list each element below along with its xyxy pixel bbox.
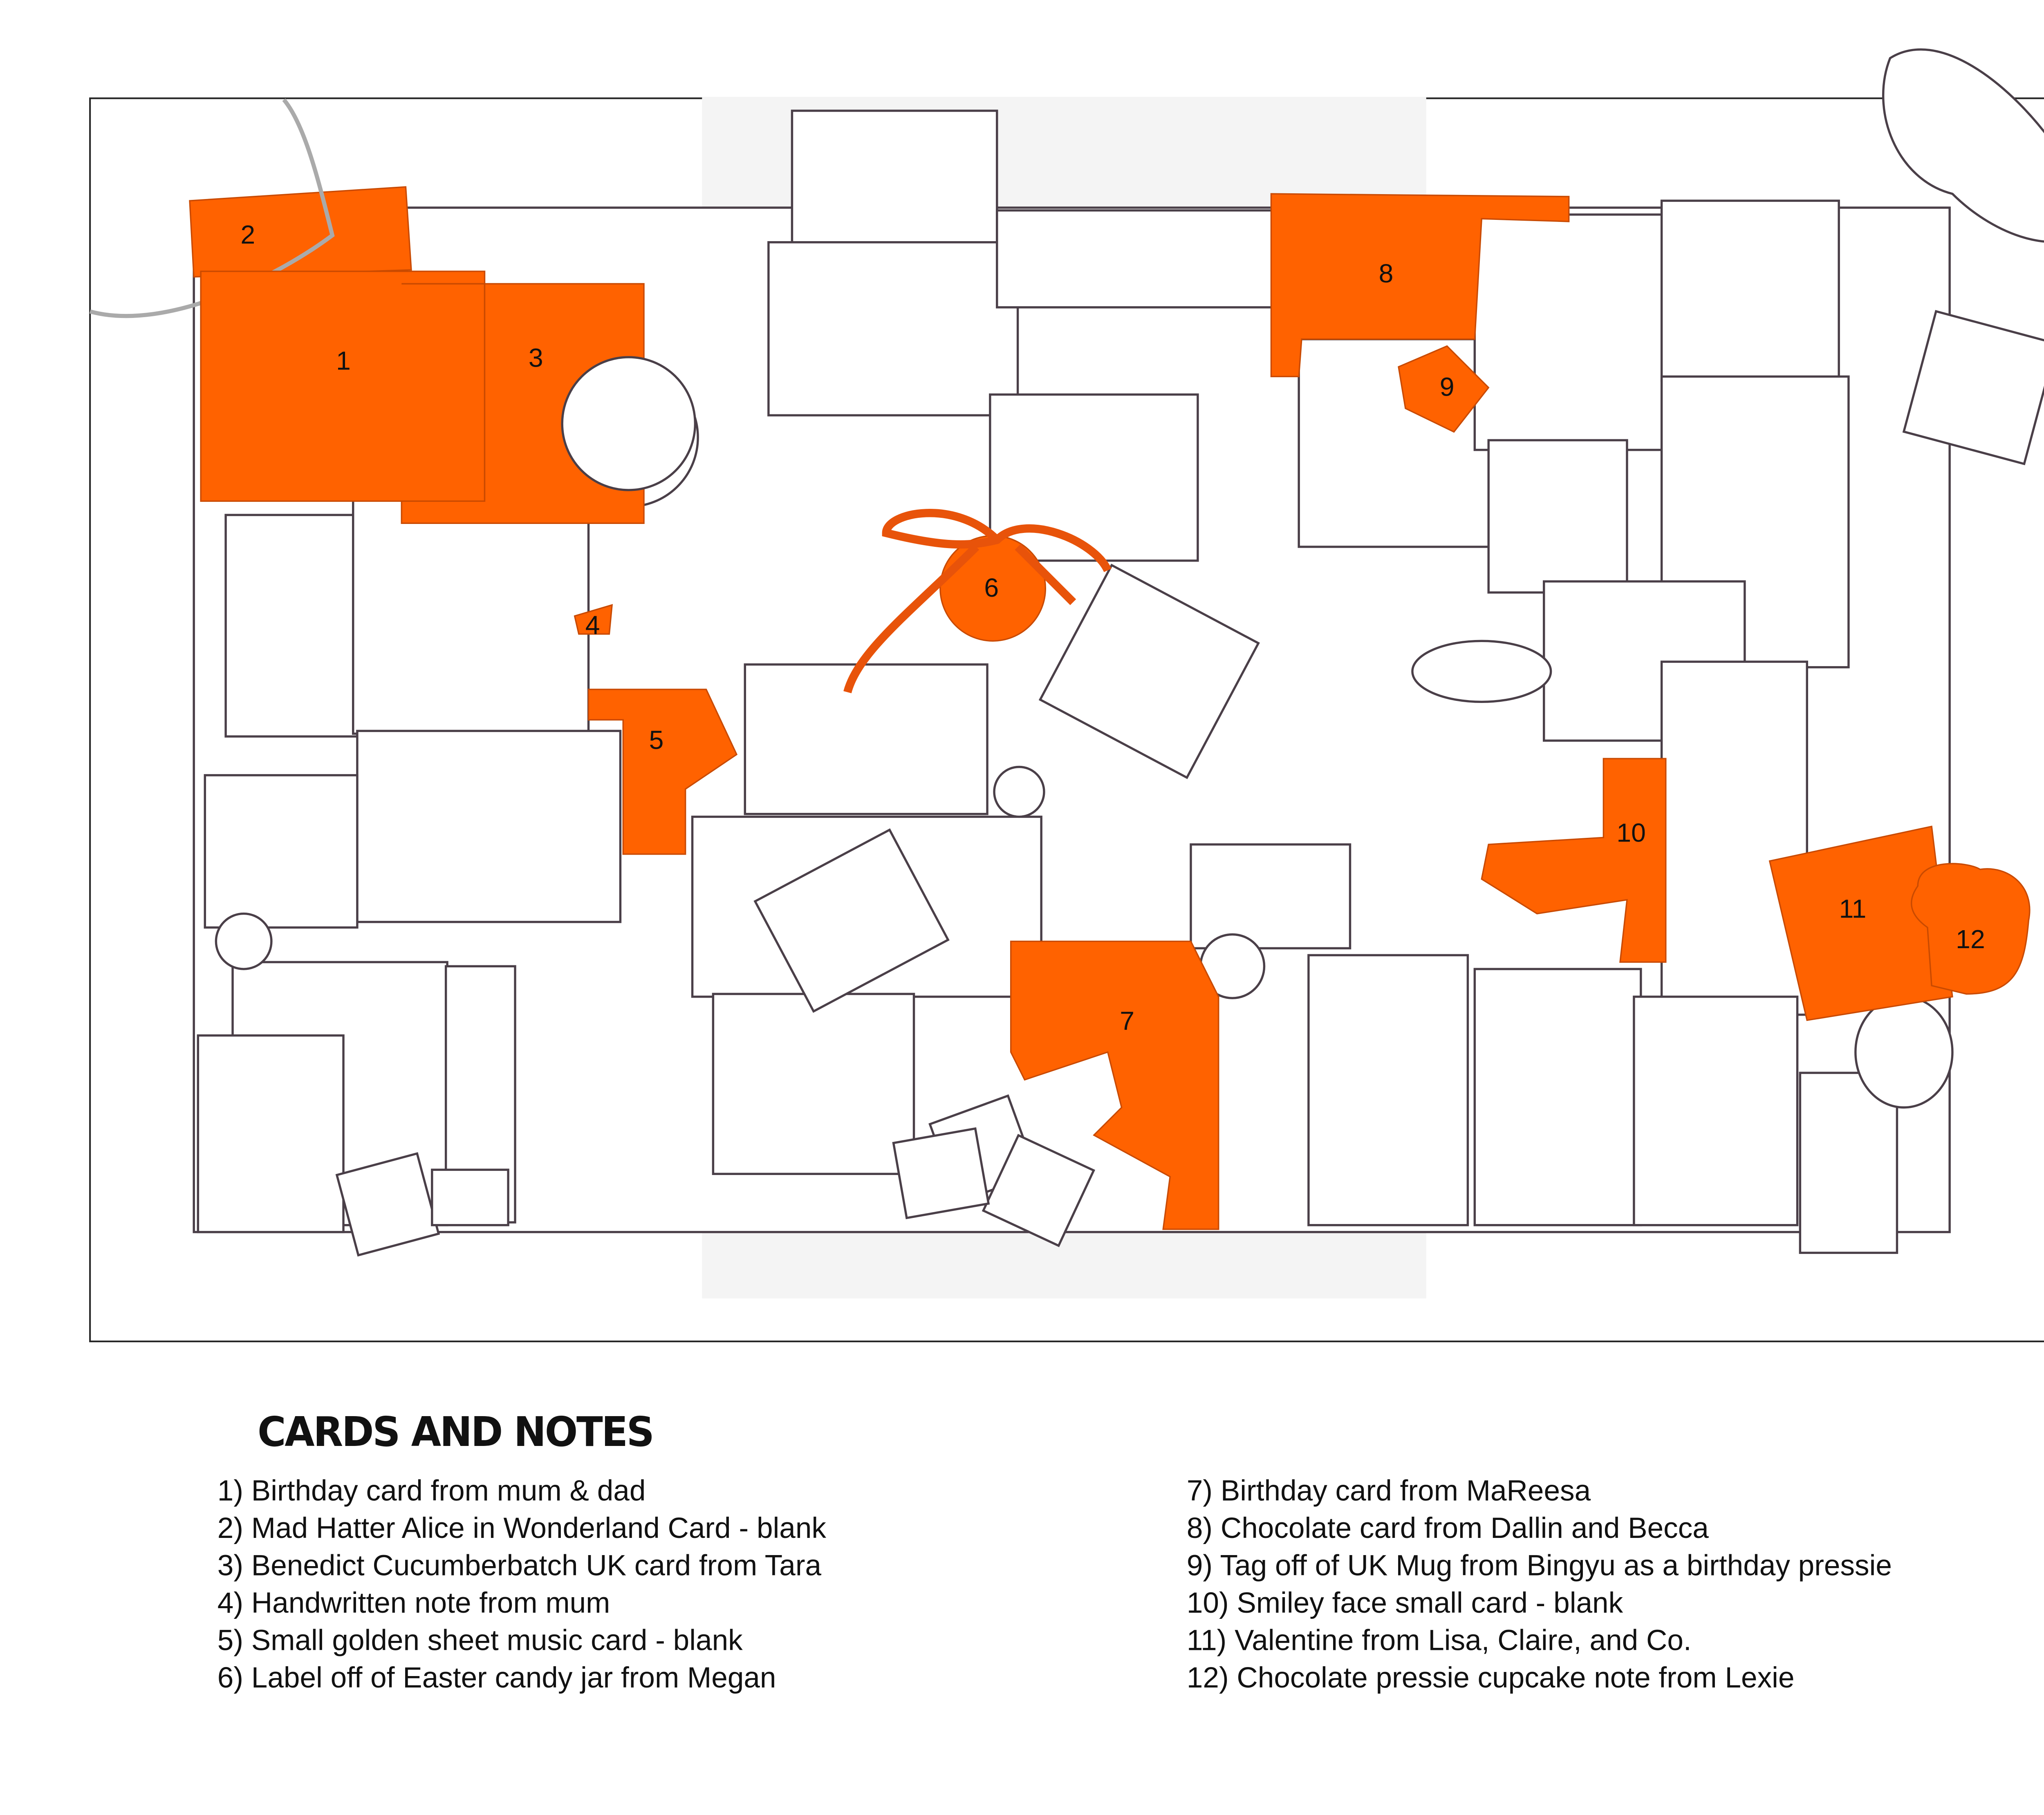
label-6: 6: [984, 573, 999, 602]
label-7: 7: [1120, 1006, 1134, 1036]
legend-item: 2) Mad Hatter Alice in Wonderland Card -…: [217, 1513, 827, 1545]
card-outline: [989, 393, 1199, 562]
legend-item: 10) Smiley face small card - blank: [1186, 1588, 1623, 1620]
label-1: 1: [336, 346, 351, 375]
card-outline: [431, 1168, 509, 1226]
card-outline: [712, 993, 915, 1175]
label-10: 10: [1616, 818, 1646, 847]
item-6-ribbon: [843, 509, 1112, 694]
highlighted-items: [89, 98, 2031, 1230]
item-number-labels: 1 2 3 4 5 6 7 8 9 10 11 12: [240, 220, 1985, 1036]
legend-column-left: 1) Birthday card from mum & dad 2) Mad H…: [217, 1473, 826, 1697]
card-outline: [1473, 213, 1670, 451]
card-outline: [1660, 199, 1840, 382]
card-outline: [1660, 660, 1809, 1016]
item-8-shape: [1270, 193, 1570, 378]
label-3: 3: [529, 343, 543, 373]
label-9: 9: [1440, 372, 1455, 402]
crown-badge: [561, 356, 697, 491]
card-outline: [197, 1034, 345, 1233]
card-outline: [356, 730, 622, 923]
label-2: 2: [240, 220, 255, 249]
card-outline: [1633, 996, 1799, 1226]
card-outline: [791, 110, 998, 251]
item-9-shape: [1398, 345, 1490, 433]
item-2-shape: [189, 186, 412, 278]
cards-layout-diagram: 1 2 3 4 5 6 7 8 9 10 11 12: [89, 48, 2044, 1343]
card-outline: [1799, 1072, 1898, 1254]
label-5: 5: [649, 725, 664, 754]
card-outline: [996, 209, 1275, 309]
label-12: 12: [1956, 924, 1985, 954]
item-4-shape: [574, 604, 613, 635]
card-outline: [224, 514, 359, 738]
saucer-outline: [1411, 640, 1552, 703]
card-outline: [1473, 968, 1642, 1226]
card-outline: [744, 663, 988, 815]
legend-item: 3) Benedict Cucumberbatch UK card from T…: [217, 1550, 822, 1582]
label-8: 8: [1379, 259, 1394, 288]
label-4: 4: [585, 610, 600, 640]
item-10-shape: [1481, 758, 1667, 963]
legend-item: 6) Label off of Easter candy jar from Me…: [217, 1663, 776, 1694]
legend-item: 4) Handwritten note from mum: [217, 1588, 610, 1620]
legend-item: 5) Small golden sheet music card - blank: [217, 1625, 743, 1657]
card-outline: [1307, 954, 1469, 1226]
mask-outline: [1882, 48, 2044, 243]
item-7-shape: [1010, 940, 1219, 1230]
card-outline: [352, 483, 590, 735]
legend-item: 9) Tag off of UK Mug from Bingyu as a bi…: [1186, 1550, 1892, 1582]
card-outline: [335, 1152, 440, 1257]
circle-outline: [993, 765, 1045, 818]
card-outline: [1190, 843, 1351, 949]
legend-item: 1) Birthday card from mum & dad: [217, 1475, 646, 1508]
card-outline: [1902, 310, 2044, 465]
card-outline: [1038, 564, 1260, 779]
tag-outline: [982, 1134, 1096, 1247]
hatter-ribbon: [89, 98, 335, 318]
label-11: 11: [1839, 894, 1867, 924]
legend-item: 8) Chocolate card from Dallin and Becca: [1186, 1513, 1709, 1545]
circle-outline: [215, 912, 273, 970]
item-11-shape: [1768, 826, 1953, 1021]
card-outline: [1487, 439, 1628, 594]
tag-outline: [892, 1127, 990, 1220]
legend-item: 12) Chocolate pressie cupcake note from …: [1186, 1663, 1795, 1694]
item-1-shape: [200, 271, 486, 502]
item-5-shape: [587, 689, 738, 855]
item-12-shape: [1911, 863, 2031, 995]
card-outline: [204, 774, 359, 929]
ellipse-outline: [1854, 996, 1954, 1109]
legend-column-right: 7) Birthday card from MaReesa 8) Chocola…: [1187, 1473, 1892, 1697]
card-outline: [767, 241, 1019, 416]
card-outline: [753, 828, 950, 1013]
legend-item: 11) Valentine from Lisa, Claire, and Co.: [1186, 1625, 1692, 1657]
legend-item: 7) Birthday card from MaReesa: [1186, 1475, 1591, 1508]
legend-title: CARDS AND NOTES: [258, 1408, 654, 1456]
